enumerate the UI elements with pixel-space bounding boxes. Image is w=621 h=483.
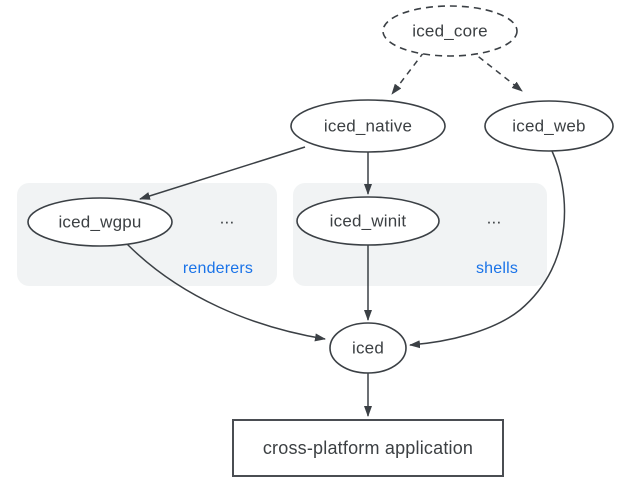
renderers-group-label: renderers [182,260,254,277]
application-label: cross-platform application [262,438,474,458]
iced-native-label: iced_native [323,116,413,136]
shells-group-label: shells [475,260,519,277]
iced-winit-label: iced_winit [329,211,407,231]
edge-core-to-web [469,49,523,92]
shells-ellipsis: ... [486,208,502,228]
iced-core-node [382,5,518,57]
application-node [232,419,504,477]
iced-wgpu-label: iced_wgpu [58,212,142,232]
iced-core-label: iced_core [412,21,488,41]
iced-node [329,322,407,374]
edge-wgpu-to-iced [126,243,326,342]
iced-native-node [290,99,446,153]
iced-web-node [484,100,614,152]
renderers-ellipsis: ... [219,208,235,228]
iced-winit-node [296,196,440,246]
edge-core-to-native [391,51,425,95]
edge-web-to-iced [409,150,566,349]
iced-label: iced [352,338,384,358]
iced-wgpu-node [27,197,173,247]
edge-native-to-wgpu [139,146,306,200]
iced-web-label: iced_web [512,116,586,136]
